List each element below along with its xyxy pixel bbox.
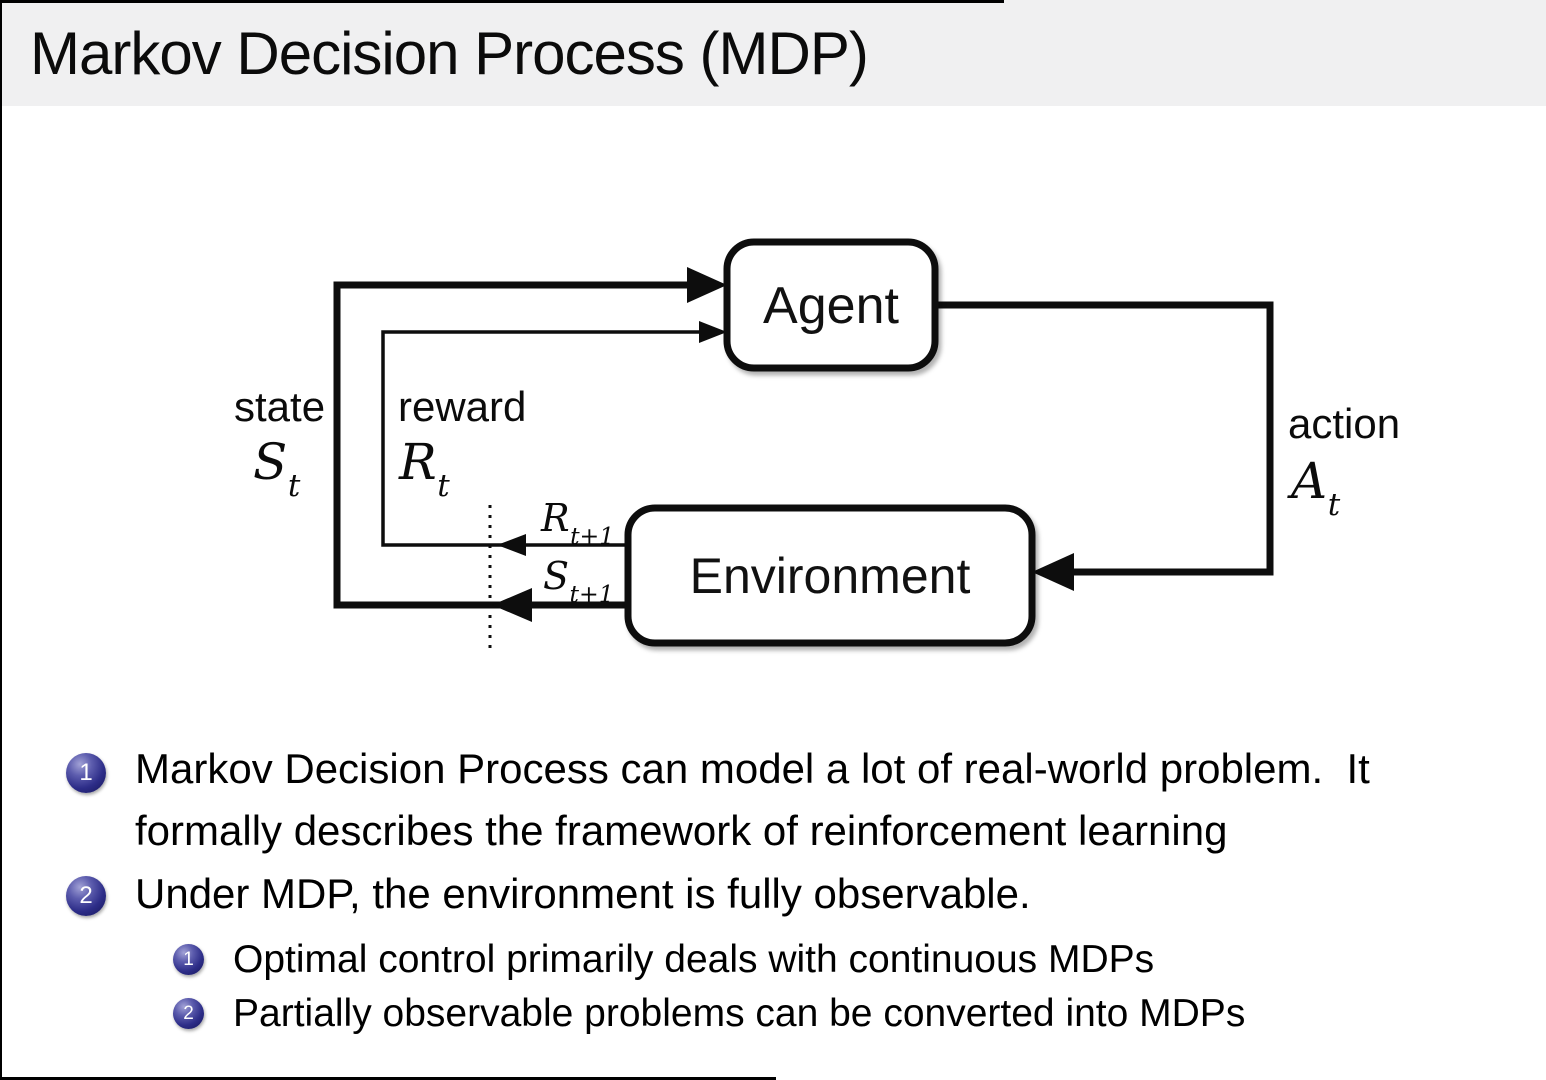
sub-enumerate-ball-1: 1 xyxy=(173,944,204,975)
action-label: action xyxy=(1288,400,1401,447)
environment-box xyxy=(624,504,1036,647)
reward-into-agent-arrowhead-icon xyxy=(699,321,727,343)
next-state-arrowhead-icon xyxy=(492,588,532,622)
mdp-diagram-canvas: Agent Environment xyxy=(333,238,1274,650)
state-label: state xyxy=(234,383,326,430)
next-reward-arrowhead-icon xyxy=(497,534,526,556)
reward-symbol: Rt xyxy=(399,433,450,504)
bullet-2-line-1: Under MDP, the environment is fully obse… xyxy=(135,870,1031,917)
window-edge-left xyxy=(0,0,2,1080)
action-wire xyxy=(935,301,1274,576)
enumerate-ball-2: 2 xyxy=(66,876,106,916)
agent-box xyxy=(723,238,939,372)
page-title: Markov Decision Process (MDP) xyxy=(30,20,869,87)
sub-bullet-2-text: Partially observable problems can be con… xyxy=(233,992,1246,1035)
environment-label: Environment xyxy=(690,548,971,604)
title-bar: Markov Decision Process (MDP) xyxy=(0,0,1546,106)
action-symbol: At xyxy=(1291,452,1341,523)
state-wire xyxy=(333,281,692,609)
mdp-diagram: Agent Environment state St reward Rt Rt+… xyxy=(234,238,1401,650)
sub-enumerate-ball-2: 2 xyxy=(173,998,204,1029)
bullet-1-line-1: Markov Decision Process can model a lot … xyxy=(135,745,1370,792)
agent-label: Agent xyxy=(763,277,899,335)
state-into-agent-arrowhead-icon xyxy=(687,267,727,303)
reward-label: reward xyxy=(398,383,527,430)
state-symbol: St xyxy=(253,433,301,504)
enumerate-ball-1: 1 xyxy=(66,753,106,793)
next-reward-symbol: Rt+1 xyxy=(541,496,615,550)
sub-bullet-1-text: Optimal control primarily deals with con… xyxy=(233,938,1155,981)
next-state-symbol: St+1 xyxy=(543,554,614,608)
bullet-1-line-2: formally describes the framework of rein… xyxy=(135,807,1228,854)
window-edge-top xyxy=(0,0,1004,3)
action-into-environment-arrowhead-icon xyxy=(1032,553,1074,591)
window-edge-bottom xyxy=(0,1077,776,1080)
